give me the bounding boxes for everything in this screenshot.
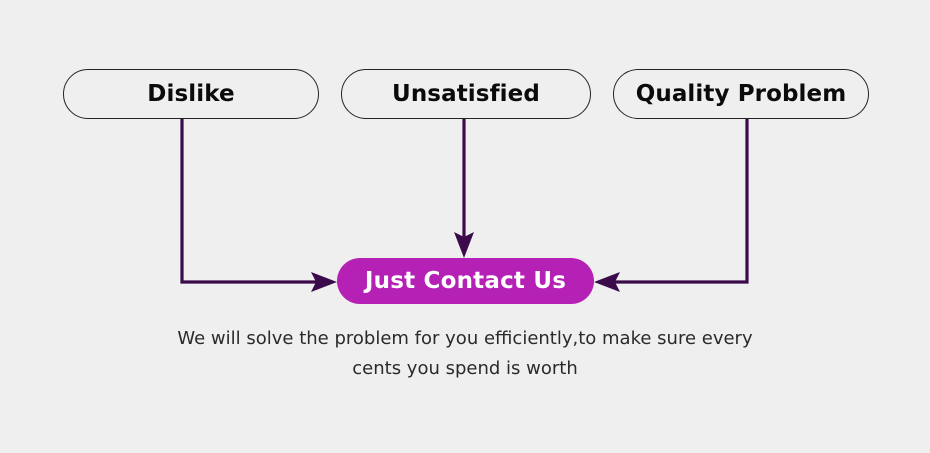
arrowhead-right-icon [311, 272, 337, 292]
just-contact-us-button[interactable]: Just Contact Us [337, 258, 594, 304]
reason-pill-quality-problem[interactable]: Quality Problem [613, 69, 869, 119]
reason-pill-dislike-label: Dislike [147, 81, 235, 107]
reason-pill-unsatisfied[interactable]: Unsatisfied [341, 69, 591, 119]
reason-pill-dislike[interactable]: Dislike [63, 69, 319, 119]
just-contact-us-button-label: Just Contact Us [364, 268, 567, 294]
caption-line-2: cents you spend is worth [352, 358, 578, 379]
reason-pill-unsatisfied-label: Unsatisfied [392, 81, 540, 107]
caption-line-1: We will solve the problem for you effici… [177, 328, 753, 349]
connector-dislike-to-cta [180, 119, 337, 292]
caption-text: We will solve the problem for you effici… [115, 324, 815, 384]
arrowhead-down-icon [454, 232, 474, 258]
reason-pill-quality-problem-label: Quality Problem [635, 81, 847, 107]
connector-unsatisfied-to-cta [454, 119, 474, 258]
arrowhead-left-icon [594, 272, 620, 292]
connector-quality-to-cta [594, 119, 749, 292]
